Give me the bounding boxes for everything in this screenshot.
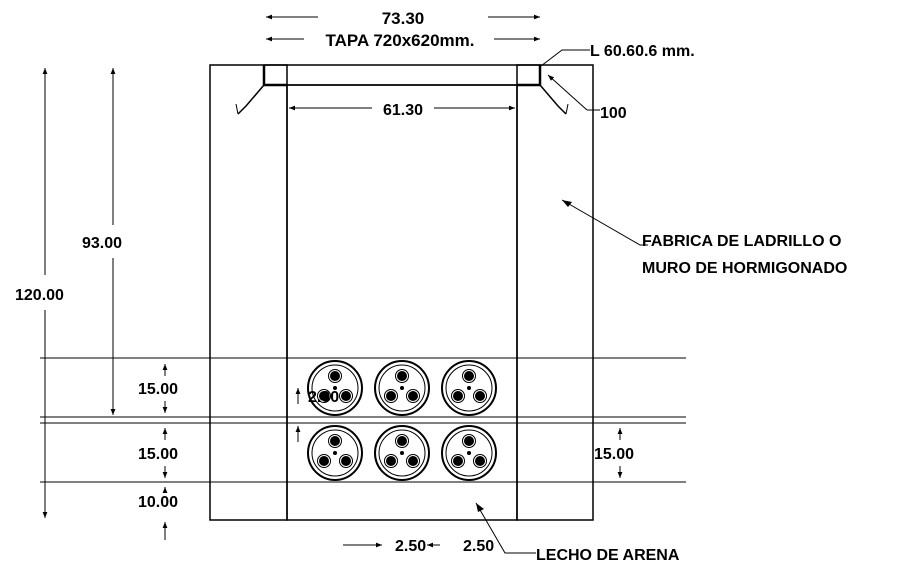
dim-depth-label: 93.00 [82,235,122,252]
dim-pipe-gap-label: 2.00 [308,389,339,406]
dim-top-width: 73.30 [266,9,540,28]
conduit-pipes [307,360,497,481]
angle-iron-callout: L 60.60.6 mm. [540,43,695,67]
dim-inner-width-label: 61.30 [383,102,423,119]
wall-label-line1: FABRICA DE LADRILLO O [642,233,841,250]
dim-depth: 93.00 [82,68,122,415]
dim-row-upper: 15.00 [138,364,178,413]
pipe [374,360,430,416]
pipe [441,360,497,416]
dim-top-width-label: 73.30 [382,9,425,28]
pipe [441,425,497,481]
right-wall [516,64,594,521]
wall-callout: FABRICA DE LADRILLO O MURO DE HORMIGONAD… [561,199,847,277]
dim-right-row-label: 15.00 [594,446,634,463]
dim-inner-width: 61.30 [289,102,515,119]
reference-lines [40,357,686,483]
left-wall [209,64,288,521]
dim-sand-right-label: 2.50 [463,538,494,555]
dim-cover-label: TAPA 720x620mm. [326,31,475,50]
dim-cover: TAPA 720x620mm. [266,31,540,50]
cover-lid [262,64,542,87]
dim-total-height-label: 120.00 [15,287,64,304]
angle-iron-label: L 60.60.6 mm. [590,43,695,60]
dim-base-label: 10.00 [138,494,178,511]
pipe [307,425,363,481]
sand-callout: LECHO DE ARENA [475,502,680,564]
side-100-callout: 100 [547,74,627,122]
dim-base: 10.00 [138,487,178,540]
dim-right-row: 15.00 [594,428,634,478]
pipe [307,360,363,416]
dim-row-upper-label: 15.00 [138,381,178,398]
sand-bed-label: LECHO DE ARENA [536,547,680,564]
pipe [374,425,430,481]
dim-sand-left-label: 2.50 [395,538,426,555]
angle-anchors [235,84,569,115]
dim-pipe-gap: 2.00 [295,388,339,442]
dim-row-lower: 15.00 [138,428,178,478]
side-100-label: 100 [600,105,627,122]
dim-row-lower-label: 15.00 [138,446,178,463]
wall-label-line2: MURO DE HORMIGONADO [642,260,847,277]
dim-total-height: 120.00 [15,68,64,518]
dim-sand: 2.50 2.50 [343,538,494,555]
